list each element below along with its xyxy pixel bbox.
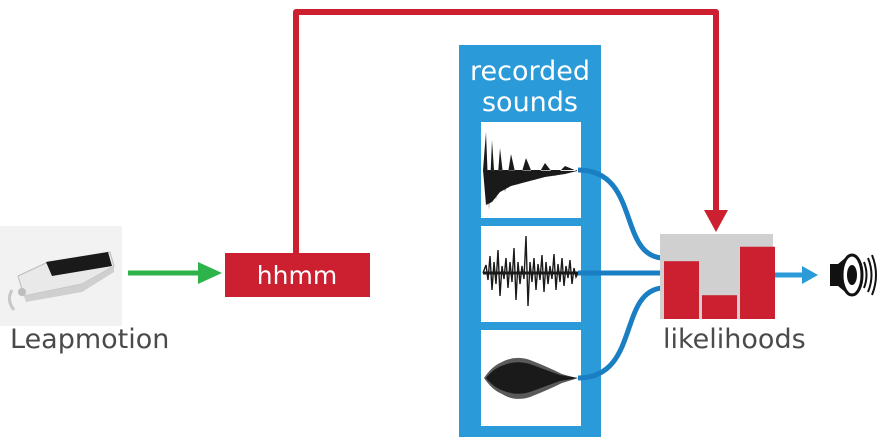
sound-waveform-3	[481, 330, 581, 426]
sound-to-likelihood-connectors	[577, 167, 663, 381]
hhmm-label: hhmm	[257, 261, 337, 290]
speaker-icon	[830, 253, 877, 297]
likelihood-bars	[664, 246, 775, 319]
hhmm-box: hhmm	[225, 253, 370, 297]
likelihoods-panel: likelihoods	[660, 234, 806, 355]
leap-motion-device-icon	[0, 226, 122, 326]
likelihood-bar-2	[702, 295, 737, 319]
input-arrow	[128, 262, 222, 284]
output-arrow	[775, 266, 818, 284]
sound-waveform-1	[481, 122, 581, 218]
sound-waveform-2	[481, 226, 581, 322]
recorded-sounds-panel: recorded sounds	[459, 45, 601, 437]
recorded-label: recorded	[470, 56, 590, 87]
leapmotion-label: Leapmotion	[10, 324, 169, 355]
likelihoods-label: likelihoods	[663, 324, 806, 355]
hhmm-to-likelihoods-arrow	[293, 9, 728, 253]
likelihood-bar-3	[740, 246, 775, 319]
likelihood-bar-1	[664, 261, 699, 319]
sounds-label: sounds	[482, 87, 578, 118]
